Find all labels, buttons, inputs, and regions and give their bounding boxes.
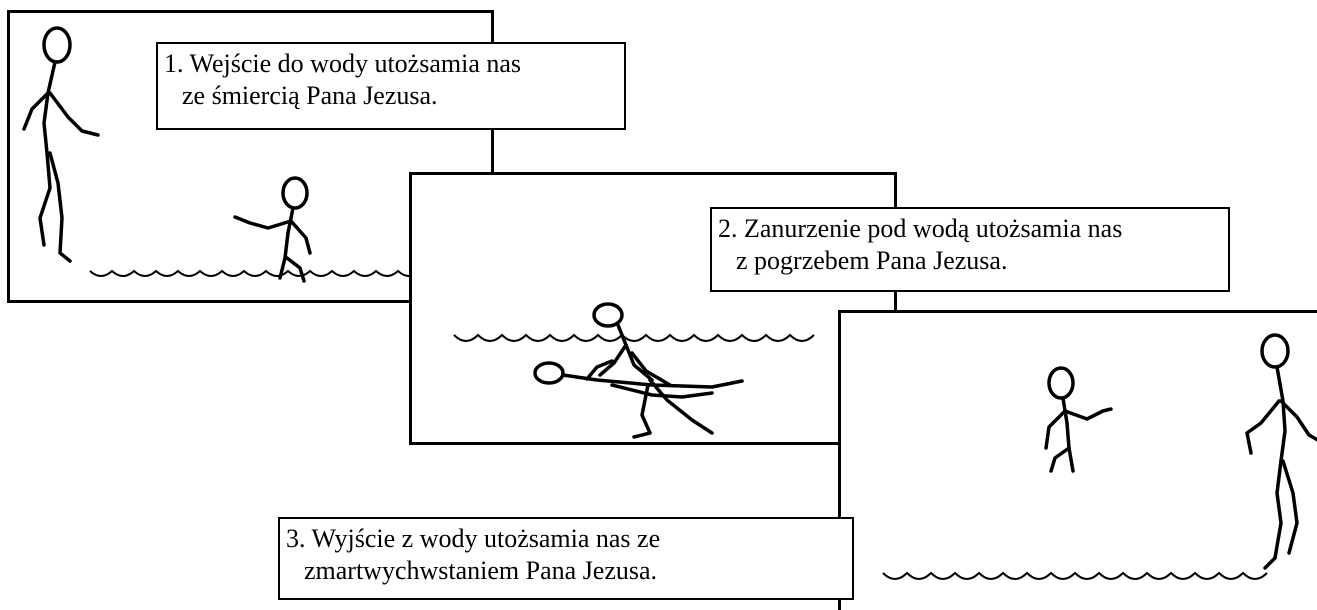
entering-water-illustration bbox=[22, 26, 421, 283]
step-2-line-2: z pogrzebem Pana Jezusa. bbox=[736, 246, 1008, 275]
step-3-caption: 3. Wyjście z wody utożsamia nas ze zmart… bbox=[278, 517, 854, 600]
immersion-illustration bbox=[453, 302, 815, 439]
step-2-line-1: 2. Zanurzenie pod wodą utożsamia nas bbox=[718, 214, 1123, 243]
wading-figure bbox=[233, 176, 312, 283]
water-surface bbox=[89, 269, 421, 277]
walking-figure-left bbox=[22, 26, 100, 263]
rising-figure bbox=[1044, 366, 1113, 473]
immersed-figure bbox=[533, 359, 744, 399]
step-3-line-2: zmartwychwstaniem Pana Jezusa. bbox=[304, 556, 658, 585]
panel-emerging bbox=[838, 310, 1317, 610]
emerging-illustration bbox=[882, 333, 1317, 580]
step-1-line-1: 1. Wejście do wody utożsamia nas bbox=[164, 49, 522, 78]
step-2-caption: 2. Zanurzenie pod wodą utożsamia nas z p… bbox=[710, 207, 1230, 292]
step-1-line-2: ze śmiercią Pana Jezusa. bbox=[182, 81, 438, 110]
walking-figure-right bbox=[1245, 333, 1317, 570]
step-3-line-1: 3. Wyjście z wody utożsamia nas ze bbox=[286, 524, 661, 553]
water-surface bbox=[882, 571, 1268, 580]
baptizer-figure bbox=[592, 302, 714, 439]
water-surface bbox=[453, 333, 815, 342]
step-1-caption: 1. Wejście do wody utożsamia nas ze śmie… bbox=[156, 42, 626, 130]
